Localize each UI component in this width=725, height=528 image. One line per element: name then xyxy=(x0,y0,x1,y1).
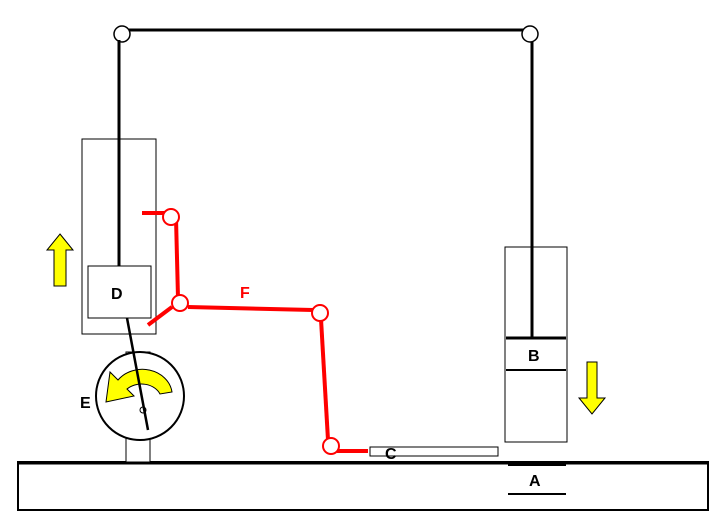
arrow-up-icon xyxy=(45,233,75,287)
slider-bar-c xyxy=(369,446,499,457)
pulley-left xyxy=(113,25,131,43)
label-f: F xyxy=(240,285,250,302)
arrow-down-icon xyxy=(577,361,607,415)
linkage-joint-3 xyxy=(311,304,329,322)
connecting-rod xyxy=(125,317,150,431)
wheel-e xyxy=(95,351,185,441)
label-c: C xyxy=(385,446,397,463)
piston-d xyxy=(87,265,152,319)
linkage-f-upper-vertical xyxy=(174,217,180,299)
linkage-joint-1 xyxy=(162,208,180,226)
label-d: D xyxy=(111,286,123,303)
linkage-joint-2 xyxy=(171,294,189,312)
rotate-counterclockwise-icon xyxy=(105,368,173,403)
label-b: B xyxy=(528,348,540,365)
base-plate xyxy=(17,461,709,511)
linkage-f-lower-vertical xyxy=(319,318,330,441)
linkage-joint-4 xyxy=(322,437,340,455)
pulley-right xyxy=(521,25,539,43)
label-a: A xyxy=(529,473,541,490)
linkage-f-diagonal xyxy=(146,305,174,327)
linkage-f xyxy=(142,211,368,453)
linkage-f-horizontal xyxy=(187,305,314,312)
label-e: E xyxy=(80,395,91,412)
